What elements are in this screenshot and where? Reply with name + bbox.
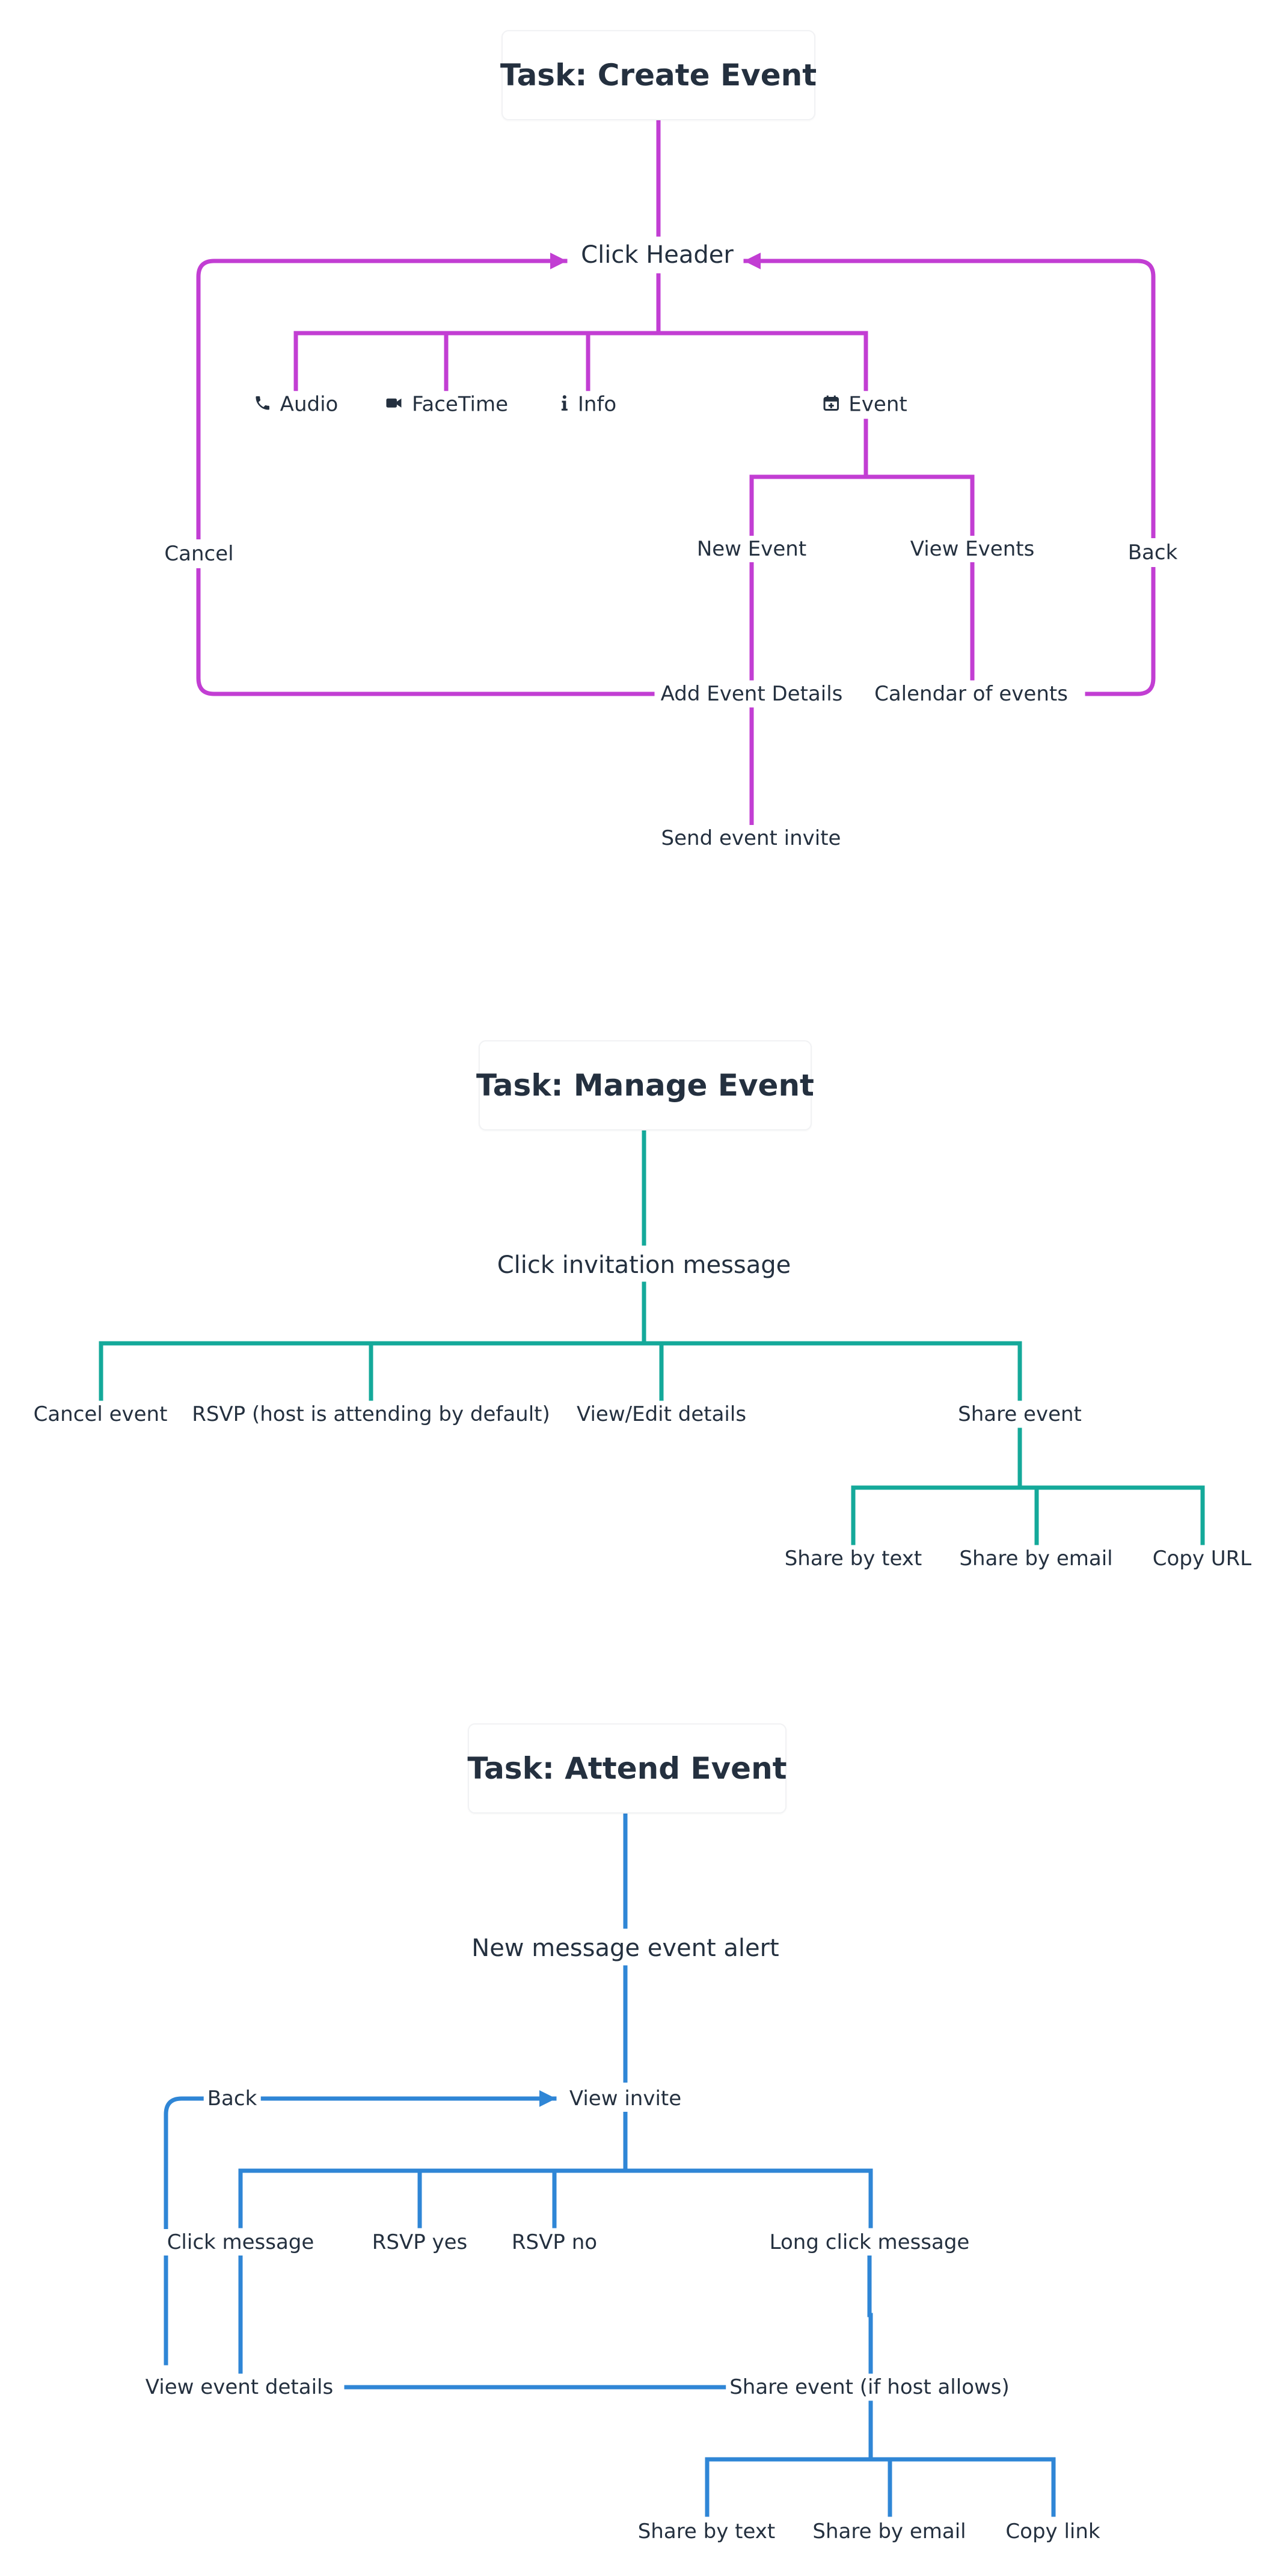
attend-share-by-email-node: Share by email: [809, 2518, 970, 2545]
view-edit-details-node: View/Edit details: [572, 1401, 750, 1428]
attend-event-title: Task: Attend Event: [467, 1751, 787, 1786]
info-icon: [560, 393, 569, 417]
manage-event-connectors: [99, 1126, 1205, 1545]
long-click-message-node: Long click message: [765, 2229, 974, 2256]
attend-event-connectors: [164, 1809, 1056, 2517]
share-event-if-host-allows-node: Share event (if host allows): [726, 2374, 1013, 2400]
facetime-node: FaceTime: [380, 391, 512, 419]
attend-share-by-text-node: Share by text: [634, 2518, 779, 2545]
calendar-of-events-node: Calendar of events: [871, 681, 1072, 707]
view-invite-node: View invite: [565, 2085, 685, 2112]
create-event-connectors: [196, 115, 1156, 826]
phone-icon: [254, 393, 272, 417]
rsvp-yes-node: RSVP yes: [368, 2229, 471, 2256]
new-message-alert-node: New message event alert: [468, 1933, 783, 1963]
cancel-edge-label: Cancel: [161, 539, 238, 568]
info-node: Info: [556, 391, 621, 419]
create-event-title-box: Task: Create Event: [500, 30, 817, 120]
event-label: Event: [848, 392, 907, 417]
facetime-label: FaceTime: [411, 392, 509, 417]
share-event-node: Share event: [954, 1401, 1085, 1428]
new-event-node: New Event: [693, 536, 811, 562]
rsvp-host-node: RSVP (host is attending by default): [188, 1401, 554, 1428]
cancel-event-node: Cancel event: [29, 1401, 171, 1428]
manage-event-title-box: Task: Manage Event: [476, 1040, 814, 1130]
send-event-invite-node: Send event invite: [657, 825, 845, 851]
click-invitation-message-node: Click invitation message: [493, 1250, 795, 1280]
click-header-node: Click Header: [577, 240, 737, 270]
attend-event-title-box: Task: Attend Event: [467, 1723, 787, 1814]
view-event-details-node: View event details: [141, 2374, 337, 2400]
share-by-text-node: Share by text: [780, 1545, 926, 1572]
create-event-title: Task: Create Event: [500, 58, 817, 93]
audio-node: Audio: [250, 391, 342, 419]
manage-event-title: Task: Manage Event: [476, 1068, 814, 1103]
copy-url-node: Copy URL: [1148, 1545, 1256, 1572]
click-message-node: Click message: [163, 2229, 318, 2256]
share-by-email-node: Share by email: [955, 1545, 1117, 1572]
audio-label: Audio: [280, 392, 339, 417]
back-edge-label: Back: [1124, 538, 1182, 567]
attend-back-edge-label: Back: [203, 2084, 261, 2113]
info-label: Info: [577, 392, 617, 417]
video-camera-icon: [384, 393, 403, 417]
calendar-add-icon: [822, 393, 840, 417]
rsvp-no-node: RSVP no: [508, 2229, 601, 2256]
event-node: Event: [818, 391, 911, 419]
view-events-node: View Events: [906, 536, 1038, 562]
add-event-details-node: Add Event Details: [657, 681, 847, 707]
copy-link-node: Copy link: [1002, 2518, 1104, 2545]
